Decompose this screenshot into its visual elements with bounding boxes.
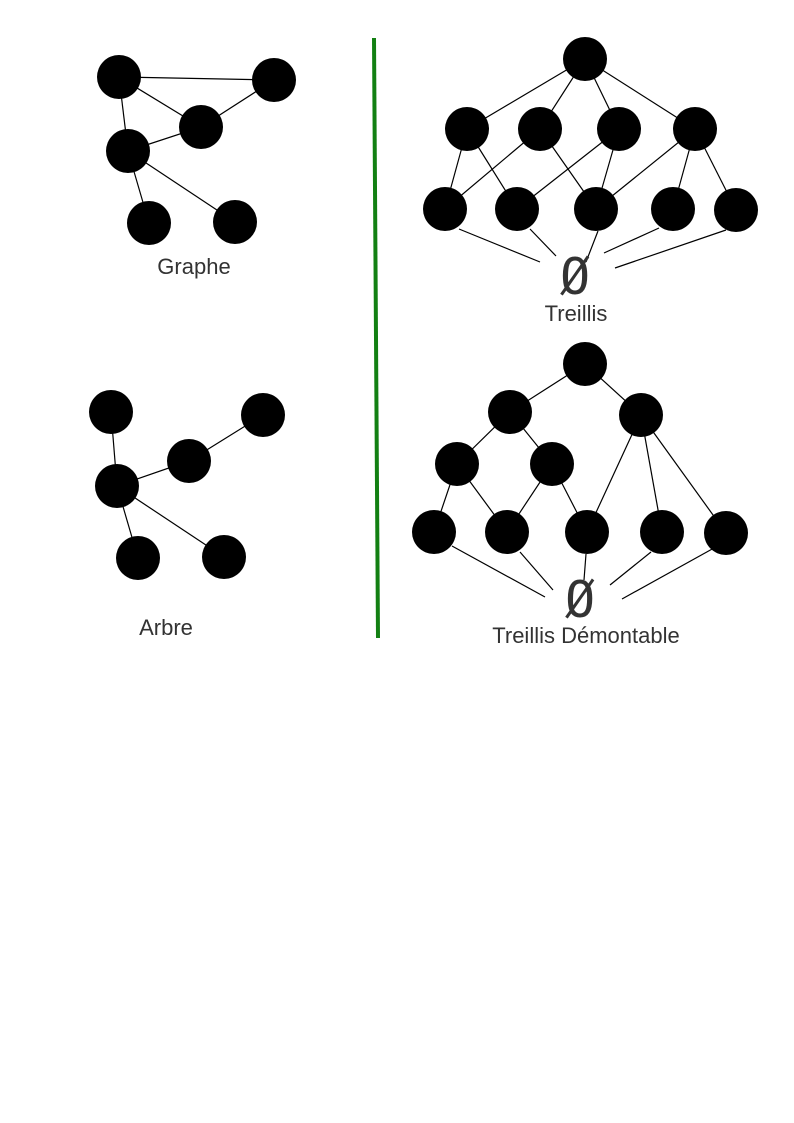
treillis-demontable-empty-edge-3 (609, 551, 652, 586)
treillis-demontable-edge-10 (640, 414, 727, 534)
arbre-label: Arbre (139, 615, 193, 640)
treillis-diagram (423, 37, 758, 269)
graphe-node-4 (127, 201, 171, 245)
treillis-node-0 (563, 37, 607, 81)
treillis-demontable-empty-edge-1 (519, 551, 554, 591)
treillis-empty-symbol: Ø (560, 248, 590, 306)
arbre-node-5 (202, 535, 246, 579)
treillis-demontable-diagram (412, 342, 748, 600)
graphe-diagram (97, 55, 296, 245)
treillis-node-7 (574, 187, 618, 231)
treillis-node-9 (714, 188, 758, 232)
treillis-node-2 (518, 107, 562, 151)
graphe-edge-0 (118, 76, 275, 81)
treillis-empty-edge-2 (585, 230, 599, 263)
arbre-diagram (89, 390, 285, 580)
graphe-node-2 (179, 105, 223, 149)
graphe-node-1 (252, 58, 296, 102)
treillis-demontable-node-9 (704, 511, 748, 555)
treillis-empty-edge-0 (458, 228, 541, 263)
treillis-demontable-empty-symbol: Ø (565, 571, 595, 629)
divider-line (372, 37, 380, 639)
graphe-node-5 (213, 200, 257, 244)
treillis-node-8 (651, 187, 695, 231)
treillis-node-1 (445, 107, 489, 151)
treillis-demontable-node-2 (619, 393, 663, 437)
arbre-node-0 (89, 390, 133, 434)
treillis-demontable-empty-edge-0 (451, 545, 546, 598)
arbre-node-2 (167, 439, 211, 483)
treillis-empty-edge-3 (603, 227, 660, 254)
treillis-label: Treillis (545, 301, 608, 326)
treillis-node-3 (597, 107, 641, 151)
arbre-node-1 (241, 393, 285, 437)
treillis-empty-edge-4 (614, 229, 727, 269)
treillis-demontable-node-3 (435, 442, 479, 486)
arbre-node-3 (95, 464, 139, 508)
treillis-demontable-node-4 (530, 442, 574, 486)
treillis-demontable-node-5 (412, 510, 456, 554)
treillis-demontable-node-7 (565, 510, 609, 554)
arbre-node-4 (116, 536, 160, 580)
treillis-demontable-node-8 (640, 510, 684, 554)
treillis-demontable-label: Treillis Démontable (492, 623, 679, 648)
graphe-node-3 (106, 129, 150, 173)
treillis-demontable-node-0 (563, 342, 607, 386)
treillis-demontable-node-1 (488, 390, 532, 434)
treillis-node-6 (495, 187, 539, 231)
graphe-label: Graphe (157, 254, 230, 279)
treillis-edge-0 (466, 58, 586, 130)
treillis-node-5 (423, 187, 467, 231)
treillis-demontable-empty-edge-2 (583, 553, 587, 581)
treillis-node-4 (673, 107, 717, 151)
graphe-node-0 (97, 55, 141, 99)
treillis-demontable-node-6 (485, 510, 529, 554)
treillis-demontable-empty-edge-4 (621, 547, 715, 600)
treillis-empty-edge-1 (529, 228, 557, 257)
